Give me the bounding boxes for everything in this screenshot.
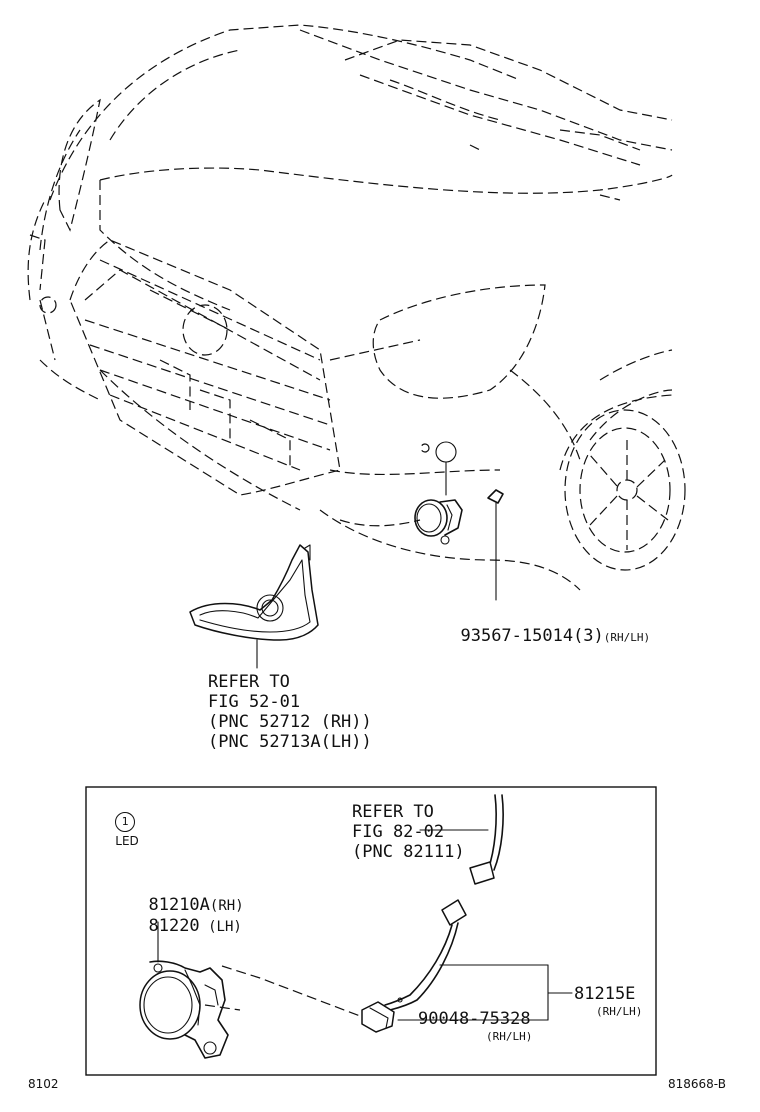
fog-lamp-installed <box>414 499 463 545</box>
part-number-81220-side: (LH) <box>208 919 242 935</box>
part-number-93567[interactable]: 93567-15014(3)(RH/LH) <box>440 611 650 645</box>
fog-lamp-cover <box>189 544 319 669</box>
front-grille <box>69 239 341 496</box>
connector-90048 <box>361 997 403 1033</box>
callout-1-marker <box>435 441 457 496</box>
part-number-81210a[interactable]: 81210A(RH) <box>128 880 244 915</box>
refer-fig52-line3: (PNC 52712 (RH)) <box>208 712 372 732</box>
part-number-90048-side: (RH/LH) <box>486 1030 533 1043</box>
refer-fig52-line1: REFER TO <box>208 672 290 692</box>
front-wheel <box>564 409 686 571</box>
refer-fig82-line2[interactable]: FIG 82-02 <box>352 822 445 842</box>
led-detail-frame <box>85 786 657 1076</box>
vehicle-front-illustration <box>27 24 686 591</box>
screw-93567 <box>487 489 504 601</box>
part-number-93567-side: (RH/LH) <box>603 631 651 644</box>
part-number-81210a-side: (RH) <box>209 898 244 914</box>
led-detail-title: 1 LED <box>96 796 139 848</box>
wire-harness-81215e <box>384 794 573 1021</box>
refer-fig52-line4: (PNC 52713A(LH)) <box>208 732 372 752</box>
led-fog-lamp <box>139 921 229 1059</box>
part-number-81215e-side: (RH/LH) <box>596 1005 643 1018</box>
callout-1-symbol: 1 <box>115 812 136 832</box>
refer-fig82-line3: (PNC 82111) <box>352 842 465 862</box>
part-number-81210a-code: 81210A <box>148 895 210 915</box>
figure-code: 8102 <box>28 1077 59 1091</box>
part-number-81220-code: 81220 <box>148 916 200 936</box>
refer-fig52-line2[interactable]: FIG 52-01 <box>208 692 301 712</box>
part-number-90048[interactable]: 90048-75328 <box>418 1009 531 1029</box>
led-detail-title-text: LED <box>115 834 139 848</box>
part-number-81215e[interactable]: 81215E <box>574 984 636 1004</box>
illustration-id: 818668-B <box>668 1077 726 1091</box>
refer-fig82-line1: REFER TO <box>352 802 434 822</box>
part-number-93567-code: 93567-15014(3) <box>460 626 604 646</box>
part-number-81220[interactable]: 81220 (LH) <box>128 901 242 936</box>
